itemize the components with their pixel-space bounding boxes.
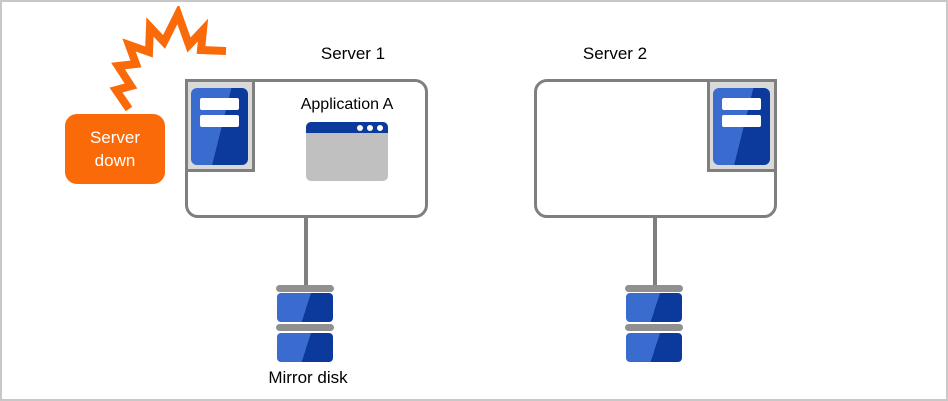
window-dot-icon bbox=[357, 124, 363, 131]
server-tower-icon bbox=[191, 88, 248, 165]
crash-bolt-icon bbox=[109, 6, 227, 112]
tower-slot-bar bbox=[722, 98, 761, 110]
server-tower-icon bbox=[713, 88, 770, 165]
server1-tower-frame bbox=[185, 79, 255, 172]
server1-disk-connector bbox=[304, 217, 308, 285]
server2-title: Server 2 bbox=[582, 44, 648, 63]
disk-cap-bar bbox=[625, 285, 683, 292]
tower-slot-bar bbox=[200, 115, 239, 127]
disk-stack-icon bbox=[625, 285, 683, 362]
disk-stack-icon bbox=[276, 285, 334, 362]
tower-slot-bar bbox=[200, 98, 239, 110]
application-label: Application A bbox=[300, 96, 394, 113]
disk-platter bbox=[277, 333, 333, 362]
server1-title: Server 1 bbox=[320, 44, 386, 63]
disk-platter bbox=[277, 293, 333, 322]
mirror-disk-label: Mirror disk bbox=[268, 368, 348, 387]
window-dot-icon bbox=[377, 124, 383, 131]
app-window-icon bbox=[306, 122, 388, 181]
server2-disk-connector bbox=[653, 217, 657, 285]
disk-platter bbox=[626, 293, 682, 322]
tower-slot-bar bbox=[722, 115, 761, 127]
server-down-badge: Server down bbox=[65, 114, 165, 184]
disk-cap-bar bbox=[276, 285, 334, 292]
app-window-titlebar bbox=[306, 122, 388, 133]
server2-tower-frame bbox=[707, 79, 777, 172]
disk-cap-bar bbox=[276, 324, 334, 331]
disk-platter bbox=[626, 333, 682, 362]
server-down-label: Server down bbox=[89, 128, 141, 170]
window-dot-icon bbox=[367, 124, 373, 131]
disk-cap-bar bbox=[625, 324, 683, 331]
